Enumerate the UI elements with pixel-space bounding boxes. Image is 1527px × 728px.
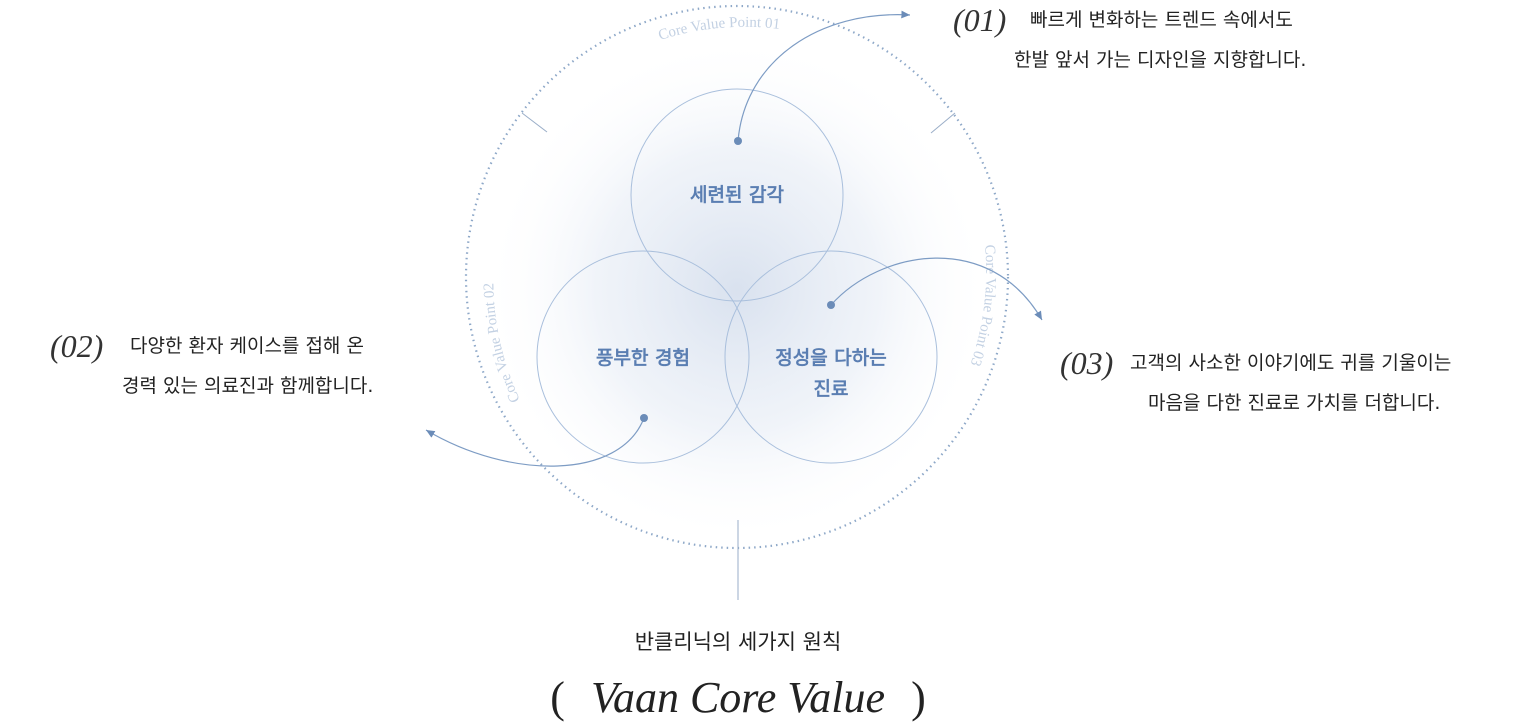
point-01-line1: 빠르게 변화하는 트렌드 속에서도 <box>1030 9 1293 31</box>
footer-paren-close: ) <box>911 673 926 722</box>
point-number-01: (01) <box>953 2 1007 38</box>
venn-circle-right <box>724 250 938 464</box>
circle-label-right-line1: 정성을 다하는 <box>775 347 887 369</box>
circle-label-left: 풍부한 경험 <box>596 347 690 369</box>
point-number-02: (02) <box>50 328 104 364</box>
connector-03 <box>830 257 1043 321</box>
point-02-line1: 다양한 환자 케이스를 접해 온 <box>130 335 364 357</box>
venn-circle-left <box>536 250 750 464</box>
connector-dot-03 <box>827 301 835 309</box>
point-01-line2: 한발 앞서 가는 디자인을 지향합니다. <box>1014 49 1307 71</box>
point-text-02: 다양한 환자 케이스를 접해 온 경력 있는 의료진과 함께합니다. <box>122 326 373 406</box>
venn-circle-top <box>630 88 844 302</box>
ring-tick-right <box>930 112 956 134</box>
footer-paren-open: ( <box>550 673 565 722</box>
circle-label-right-line2: 진료 <box>814 378 849 400</box>
point-text-01: 빠르게 변화하는 트렌드 속에서도 한발 앞서 가는 디자인을 지향합니다. <box>1014 0 1306 80</box>
connector-02 <box>425 417 645 467</box>
circle-label-top: 세련된 감각 <box>690 184 785 206</box>
footer-title: ( Vaan Core Value) <box>0 668 1476 728</box>
footer-title-text: Vaan Core Value <box>590 673 886 722</box>
connector-01 <box>737 10 911 142</box>
point-02-line2: 경력 있는 의료진과 함께합니다. <box>122 375 374 397</box>
point-03-line2: 마음을 다한 진료로 가치를 더합니다. <box>1148 392 1441 414</box>
outer-ring <box>464 4 1010 550</box>
point-03-line1: 고객의 사소한 이야기에도 귀를 기울이는 <box>1130 352 1452 374</box>
point-number-03: (03) <box>1060 345 1114 381</box>
center-glow <box>482 35 992 545</box>
connector-dot-01 <box>734 137 742 145</box>
connector-dot-02 <box>640 414 648 422</box>
footer-subtitle: 반클리닉의 세가지 원칙 <box>634 630 842 654</box>
ring-tick-left <box>521 112 548 133</box>
point-text-03: 고객의 사소한 이야기에도 귀를 기울이는 마음을 다한 진료로 가치를 더합니… <box>1130 343 1451 423</box>
